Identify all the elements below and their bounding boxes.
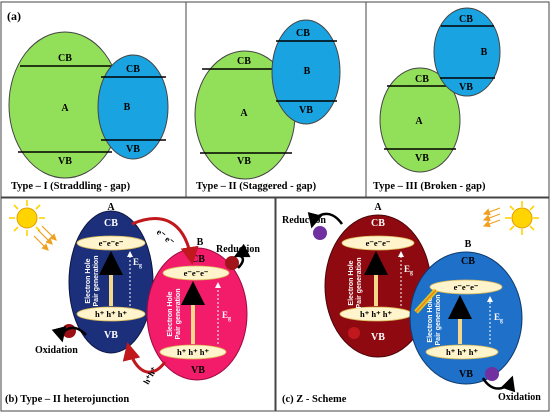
semi-a-cb: CB bbox=[371, 218, 385, 229]
type-i-a-name: A bbox=[61, 103, 69, 114]
type-ii-a-name: A bbox=[240, 108, 248, 119]
semiconductor-b-ellipse bbox=[271, 19, 341, 125]
type-ii-caption: Type – II (Staggered - gap) bbox=[196, 181, 317, 192]
oxidation-molecule bbox=[485, 367, 499, 381]
type-ii-b-name: B bbox=[304, 66, 311, 77]
reduction-arrow bbox=[307, 212, 344, 229]
semi-a-electrons: e⁻e⁻e⁻ bbox=[99, 238, 124, 248]
semi-b-vb: VB bbox=[191, 365, 205, 376]
type-i-a-vb: VB bbox=[58, 156, 72, 167]
oxidation-arrow bbox=[481, 375, 516, 393]
electron-band bbox=[162, 265, 230, 281]
semi-a-name: A bbox=[374, 202, 382, 213]
semi-a-name: A bbox=[107, 202, 115, 213]
type-i-caption: Type – I (Straddling - gap) bbox=[11, 181, 131, 192]
panel-c: A CB e⁻e⁻e⁻ h⁺ h⁺ h⁺ VB Eg Electron Hole… bbox=[275, 197, 550, 412]
semi-b-eg: Eg bbox=[222, 310, 231, 322]
type-i-b-cb: CB bbox=[126, 64, 140, 75]
semiconductor-a-ellipse bbox=[379, 67, 461, 173]
semiconductor-a: A CB e⁻e⁻e⁻ h⁺ h⁺ h⁺ VB Eg Electron Hole… bbox=[324, 202, 432, 358]
semi-b-name: B bbox=[197, 237, 204, 248]
semi-b-name: B bbox=[465, 239, 472, 250]
panel-b-caption: (b) Type – II heterojunction bbox=[5, 394, 129, 405]
semi-b-side-text-2: Pair generation bbox=[175, 289, 182, 340]
type-ii-a-vb: VB bbox=[237, 156, 251, 167]
semiconductor-b-ellipse bbox=[97, 54, 169, 160]
semi-b-holes: h⁺ h⁺ h⁺ bbox=[177, 347, 209, 357]
panel-b: A CB e⁻e⁻e⁻ h⁺ h⁺ h⁺ VB Eg Electron Hole… bbox=[0, 197, 276, 412]
semi-b-side-text-1: Electron Hole bbox=[167, 291, 174, 336]
semi-a-cb: CB bbox=[104, 218, 118, 229]
semi-a-holes: h⁺ h⁺ h⁺ bbox=[95, 309, 127, 319]
hole-band bbox=[76, 306, 146, 322]
type-ii-b-vb: VB bbox=[299, 105, 313, 116]
reduction-molecule bbox=[313, 226, 327, 240]
type-i-b-name: B bbox=[124, 102, 131, 113]
electron-band bbox=[76, 235, 146, 251]
semi-a-holes: h⁺ h⁺ h⁺ bbox=[360, 309, 392, 319]
oxidation-label: Oxidation bbox=[498, 392, 541, 403]
type-iii-a-vb: VB bbox=[415, 153, 429, 164]
semi-b-side-text-2: Pair generation bbox=[435, 295, 442, 346]
semi-b-holes: h⁺ h⁺ h⁺ bbox=[446, 347, 478, 357]
oxidation-label: Oxidation bbox=[35, 345, 78, 356]
hole-transfer-arrow bbox=[122, 342, 167, 374]
semi-b-electrons: e⁻e⁻e⁻ bbox=[454, 282, 479, 292]
semi-a-side-text-2: Pair generation bbox=[356, 258, 363, 309]
type-iii-b-vb: VB bbox=[459, 82, 473, 93]
semi-a-vb: VB bbox=[371, 332, 385, 343]
type-i-b-vb: VB bbox=[126, 144, 140, 155]
reduction-molecule bbox=[225, 256, 239, 270]
semi-b-electrons: e⁻e⁻e⁻ bbox=[184, 268, 209, 278]
semiconductor-a: A CB e⁻e⁻e⁻ h⁺ h⁺ h⁺ VB Eg Electron Hole… bbox=[68, 202, 154, 354]
electron-band bbox=[341, 235, 415, 251]
panel-a: (a) CB A VB CB B VB Type – I (Straddling… bbox=[0, 1, 550, 198]
semi-b-cb: CB bbox=[461, 256, 475, 267]
type-iii-caption: Type – III (Broken - gap) bbox=[373, 181, 486, 192]
semi-a-vb: VB bbox=[104, 330, 118, 341]
semiconductor-b-ellipse bbox=[433, 7, 501, 97]
type-i-diagram: CB A VB CB B VB Type – I (Straddling - g… bbox=[8, 31, 169, 192]
type-iii-a-cb: CB bbox=[415, 74, 429, 85]
type-ii-b-cb: CB bbox=[296, 28, 310, 39]
semi-a-eg: Eg bbox=[404, 264, 413, 276]
electron-transfer-arrow bbox=[131, 217, 199, 265]
type-iii-diagram: CB A VB CB B VB Type – III (Broken - gap… bbox=[373, 7, 501, 192]
semi-a-side-text-2: Pair generation bbox=[93, 256, 100, 307]
hole-dot bbox=[348, 327, 360, 339]
type-ii-a-cb: CB bbox=[237, 56, 251, 67]
panel-c-caption: (c) Z - Scheme bbox=[282, 394, 347, 405]
light-rays-icon bbox=[33, 225, 57, 251]
semi-b-side-text-1: Electron Hole bbox=[427, 297, 434, 342]
sun-icon bbox=[505, 201, 539, 235]
semi-b-eg: Eg bbox=[494, 312, 503, 324]
semi-a-side-text-1: Electron Hole bbox=[85, 258, 92, 303]
semi-a-electrons: e⁻e⁻e⁻ bbox=[366, 238, 391, 248]
panel-a-label: (a) bbox=[7, 9, 21, 23]
reduction-label: Reduction bbox=[216, 244, 260, 255]
semiconductor-b: B CB e⁻e⁻e⁻ h⁺ h⁺ h⁺ VB Eg Electron Hole… bbox=[146, 237, 248, 381]
type-iii-a-name: A bbox=[415, 116, 423, 127]
hole-band bbox=[425, 344, 499, 360]
electron-band bbox=[429, 279, 503, 295]
semiconductor-b: B CB e⁻e⁻e⁻ h⁺ h⁺ h⁺ VB Eg Electron Hole… bbox=[409, 239, 523, 385]
type-i-a-cb: CB bbox=[58, 53, 72, 64]
light-rays-icon bbox=[482, 207, 501, 228]
z-scheme-recombination-core bbox=[415, 289, 437, 313]
semi-b-cb: CB bbox=[191, 254, 205, 265]
oxidation-arrow bbox=[51, 326, 87, 343]
reduction-label: Reduction bbox=[282, 215, 326, 226]
type-iii-b-name: B bbox=[481, 47, 488, 58]
reduction-arrow bbox=[233, 243, 251, 269]
sun-icon bbox=[9, 200, 45, 236]
type-ii-diagram: CB A VB CB B VB Type – II (Staggered - g… bbox=[194, 19, 341, 192]
hole-band bbox=[159, 344, 227, 360]
semi-a-side-text-1: Electron Hole bbox=[348, 260, 355, 305]
semi-a-eg: Eg bbox=[133, 257, 142, 269]
semi-b-vb: VB bbox=[459, 369, 473, 380]
type-iii-b-cb: CB bbox=[459, 14, 473, 25]
